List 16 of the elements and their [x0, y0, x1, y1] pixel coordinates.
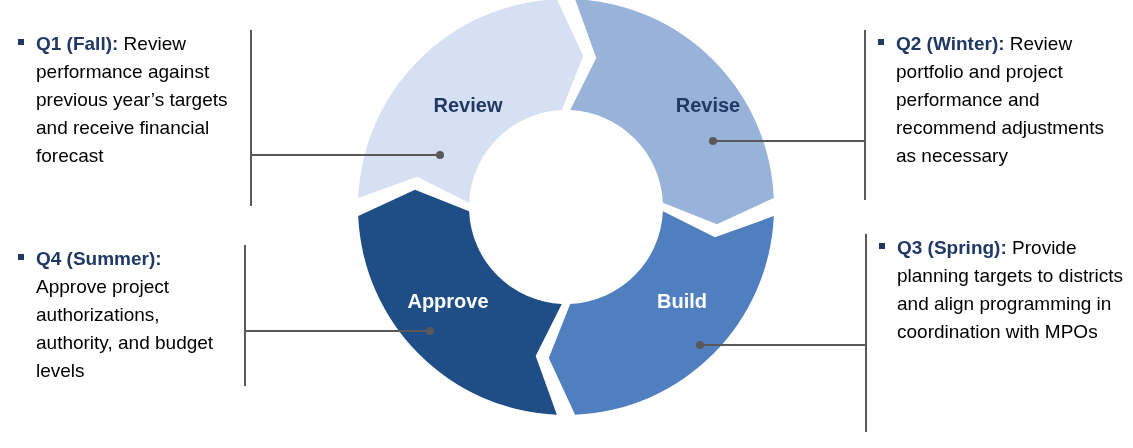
leader-line: [250, 151, 444, 159]
segment-label: Build: [657, 289, 707, 314]
segment-label: Review: [433, 93, 503, 118]
leader-line: [244, 327, 434, 335]
cycle-segment: [358, 189, 562, 415]
leader-line: [709, 137, 866, 145]
note-text: Q3 (Spring): Provide planning targets to districts and align programming in coordination with MPOs: [897, 236, 1124, 344]
note-text: Q1 (Fall): Review performance against previous year’s targets and receive financial forecast: [36, 32, 229, 168]
cycle-segment: [570, 0, 774, 225]
leader-line: [696, 341, 867, 349]
note-text: Q2 (Winter): Review portfolio and project performance and recommend adjustments as necessary: [896, 32, 1106, 168]
cycle-segment: [358, 0, 584, 203]
cycle-segment: [548, 211, 774, 415]
note-text: Q4 (Summer): Approve project authorizations, authority, and budget levels: [36, 247, 215, 383]
segment-label: Revise: [675, 93, 741, 118]
segment-label: Approve: [407, 289, 489, 314]
